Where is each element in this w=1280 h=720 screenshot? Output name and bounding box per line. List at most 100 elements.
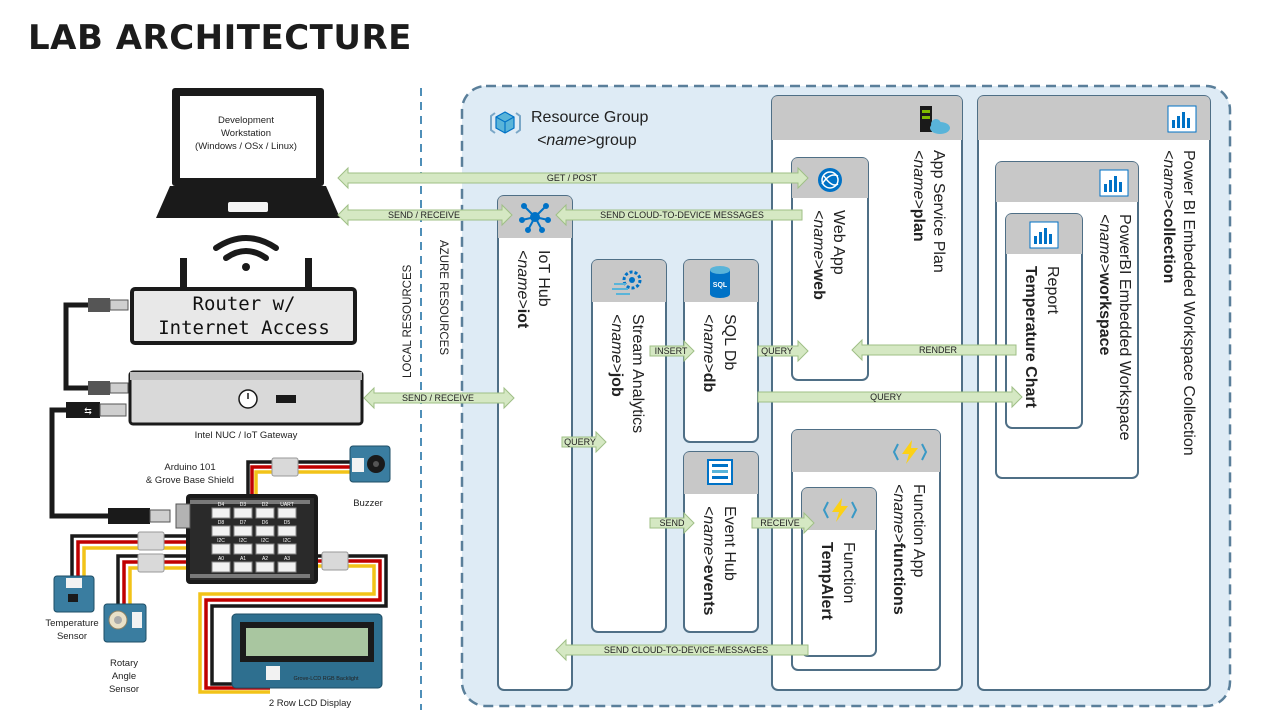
- shield-port-label: D6: [262, 520, 269, 526]
- shield-port-label: I2C: [261, 538, 269, 544]
- arrow-receive: [751, 511, 815, 535]
- report-icon: [1029, 221, 1059, 249]
- wifi-icon: [213, 235, 279, 271]
- shield-port: [211, 525, 231, 537]
- arrow-query-stream: [561, 430, 607, 454]
- shield-port-label: A3: [284, 556, 290, 562]
- shield-port: [233, 507, 253, 519]
- arrow-c2d-top: [555, 203, 803, 227]
- shield-port-label: I2C: [283, 538, 291, 544]
- arrow-insert: [649, 339, 695, 363]
- shield-port: [233, 561, 253, 573]
- sql-db-title: SQL Db: [721, 314, 738, 370]
- shield-port-label: D4: [218, 502, 225, 508]
- shield-port: [255, 561, 275, 573]
- rotary-label-1: Rotary: [110, 658, 138, 669]
- shield-port: [211, 507, 231, 519]
- label-c2d-top: SEND CLOUD-TO-DEVICE MESSAGES: [600, 210, 764, 220]
- shield-port: [233, 525, 253, 537]
- function-app-icon: [892, 440, 928, 464]
- shield-port: [277, 561, 297, 573]
- shield-port: [255, 543, 275, 555]
- lcd-inner-label: Grove-LCD RGB Backlight: [293, 676, 359, 682]
- resource-group-name: <name>group: [537, 132, 637, 149]
- temperature-sensor: Temperature Sensor: [45, 575, 99, 642]
- function-sub: TempAlert: [818, 542, 835, 621]
- arrow-query-report: [757, 385, 1023, 409]
- shield-port-label: I2C: [217, 538, 225, 544]
- laptop-label-2: Workstation: [221, 128, 271, 139]
- label-receive: RECEIVE: [760, 518, 800, 528]
- temperature-label-1: Temperature: [45, 618, 98, 629]
- powerbi-workspace-name: <name>workspace: [1096, 214, 1113, 356]
- stream-analytics-title: Stream Analytics: [629, 314, 646, 433]
- router-label-2: Internet Access: [158, 317, 330, 339]
- label-get-post: GET / POST: [547, 173, 598, 183]
- page-title: LAB ARCHITECTURE: [28, 18, 412, 58]
- shield-port: [255, 507, 275, 519]
- stream-analytics-icon: [612, 270, 642, 295]
- label-query-web: QUERY: [761, 346, 793, 356]
- iot-hub-title: IoT Hub: [535, 250, 552, 307]
- ethernet-cable: [63, 298, 129, 395]
- sensor-wires: [70, 457, 388, 694]
- web-app: Web App <name>web: [791, 157, 869, 381]
- rotary-sensor: Rotary Angle Sensor: [103, 603, 147, 695]
- router-label-1: Router w/: [193, 293, 296, 315]
- resource-group-title: Resource Group: [531, 109, 648, 126]
- stream-analytics: Stream Analytics <name>job: [591, 259, 667, 633]
- function-icon: [822, 498, 858, 522]
- sql-db-icon: SQL: [710, 266, 730, 298]
- web-app-icon: [818, 168, 842, 192]
- arrow-send: [649, 511, 695, 535]
- buzzer-module: Buzzer: [349, 445, 391, 509]
- arrow-send-receive-nuc: [363, 386, 515, 410]
- rotary-label-2: Angle: [112, 671, 136, 682]
- iot-hub-name: <name>iot: [514, 250, 531, 329]
- powerbi-collection-name: <name>collection: [1160, 150, 1177, 283]
- intel-nuc: Intel NUC / IoT Gateway: [128, 370, 364, 441]
- nuc-label: Intel NUC / IoT Gateway: [195, 430, 298, 441]
- web-app-name: <name>web: [810, 210, 827, 300]
- label-c2d-bottom: SEND CLOUD-TO-DEVICE-MESSAGES: [604, 645, 768, 655]
- lcd-display: Grove-LCD RGB Backlight 2 Row LCD Displa…: [231, 613, 383, 709]
- laptop-label-1: Development: [218, 115, 274, 126]
- rotary-label-3: Sensor: [109, 684, 139, 695]
- shield-port: [277, 507, 297, 519]
- laptop-label-3: (Windows / OSx / Linux): [195, 141, 297, 152]
- usb-cable: ⇆: [49, 402, 171, 524]
- label-query-report: QUERY: [870, 392, 902, 402]
- shield-port: [211, 543, 231, 555]
- shield-port-label: A2: [262, 556, 268, 562]
- function-app-name: <name>functions: [890, 484, 907, 615]
- shield-port: [233, 543, 253, 555]
- shield-port-label: I2C: [239, 538, 247, 544]
- shield-port: [211, 561, 231, 573]
- label-insert: INSERT: [655, 346, 688, 356]
- arrow-c2d-bottom: [555, 638, 809, 662]
- arrow-send-receive-laptop: [337, 203, 513, 227]
- shield-port-label: D5: [284, 520, 291, 526]
- event-hub: Event Hub <name>events: [683, 451, 759, 633]
- svg-text:⇆: ⇆: [84, 406, 92, 416]
- local-resources-label: LOCAL RESOURCES: [402, 264, 414, 378]
- azure-resources-label: AZURE RESOURCES: [437, 240, 449, 355]
- event-hub-title: Event Hub: [721, 506, 738, 581]
- web-app-title: Web App: [830, 210, 847, 275]
- arrow-query-web: [757, 339, 809, 363]
- label-send-receive-nuc: SEND / RECEIVE: [402, 393, 474, 403]
- sql-badge: SQL: [713, 282, 728, 289]
- shield-port-label: D7: [240, 520, 247, 526]
- shield-port-label: UART: [280, 502, 294, 508]
- app-service-plan-icon: [920, 106, 950, 134]
- label-render: RENDER: [919, 345, 958, 355]
- report-title: Report: [1044, 266, 1061, 315]
- powerbi-collection-icon: [1167, 105, 1197, 133]
- report-sub: Temperature Chart: [1022, 266, 1039, 409]
- function-app-title: Function App: [910, 484, 927, 578]
- buzzer-label: Buzzer: [353, 498, 383, 509]
- label-send-receive-laptop: SEND / RECEIVE: [388, 210, 460, 220]
- shield-port-label: A1: [240, 556, 246, 562]
- arduino-label-2: & Grove Base Shield: [146, 475, 234, 486]
